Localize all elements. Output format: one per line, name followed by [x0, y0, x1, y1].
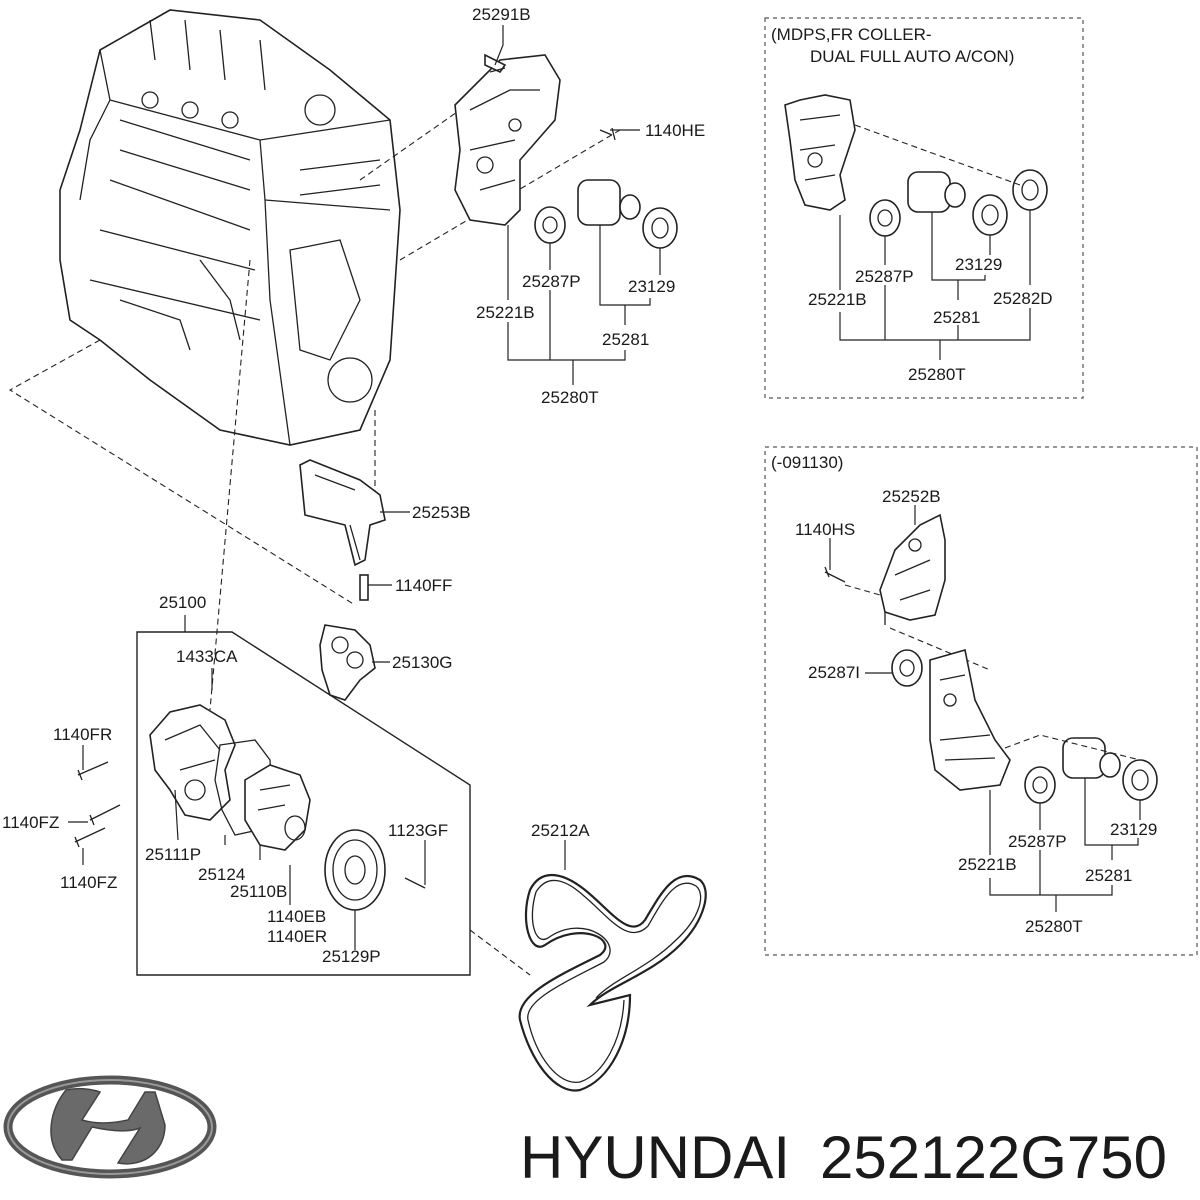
r2-label-25281: 25281	[1085, 866, 1132, 885]
r2-tensioner-body-illustration	[1062, 737, 1121, 779]
r1-pulley-25282D-illustration	[1012, 169, 1048, 211]
label-25221B-top: 25221B	[476, 303, 535, 322]
r1-pulley-23129-illustration	[972, 194, 1008, 236]
water-pump-25110B-illustration	[244, 764, 311, 851]
tensioner-body-illustration	[577, 127, 641, 226]
pulley-23129-illustration	[642, 207, 678, 249]
r1-tensioner-illustration	[907, 171, 966, 213]
hyundai-logo-icon	[3, 1075, 217, 1179]
r2-label-25287P: 25287P	[1008, 832, 1067, 851]
label-25280T-top: 25280T	[541, 388, 599, 407]
variant-panel-mdps	[764, 17, 1084, 399]
bolt-1140FR-illustration	[77, 761, 109, 781]
part-number: 252122G750	[820, 1124, 1167, 1191]
r1-bracket-illustration	[784, 94, 856, 211]
r1-label-25287P: 25287P	[855, 267, 914, 286]
r1-label-25281: 25281	[933, 308, 980, 327]
r2-label-25280T: 25280T	[1025, 917, 1083, 936]
mount-bracket-illustration	[299, 459, 386, 601]
water-pump-housing-illustration	[149, 704, 236, 821]
water-pump-group-box	[136, 631, 471, 976]
drive-belt-25212A-illustration	[518, 874, 707, 1092]
leader-pump-to-belt	[469, 929, 531, 976]
idler-pulley-25287P-illustration	[534, 206, 566, 244]
r2-label-23129: 23129	[1110, 820, 1157, 839]
r2-pulley-25287I-illustration	[891, 649, 923, 687]
label-25253B: 25253B	[412, 503, 471, 522]
label-25129P: 25129P	[322, 947, 381, 966]
label-1140FF: 1140FF	[395, 576, 452, 595]
label-1140FZ-a: 1140FZ	[2, 813, 59, 832]
bolt-1140FZ-a-illustration	[89, 804, 121, 826]
r2-pulley-23129-illustration	[1122, 759, 1158, 801]
variant-note-mdps-line2: DUAL FULL AUTO A/CON)	[810, 47, 1014, 66]
r2-tensioner-bracket-illustration	[929, 648, 1011, 791]
label-1140HE: 1140HE	[645, 121, 705, 140]
label-1140FR: 1140FR	[53, 725, 112, 744]
r2-label-25287I: 25287I	[808, 663, 860, 682]
r1-label-23129: 23129	[955, 255, 1002, 274]
r1-pulley-25287P-illustration	[869, 199, 901, 237]
label-25212A: 25212A	[531, 821, 590, 840]
r2-label-25252B: 25252B	[882, 487, 941, 506]
label-1140EB: 1140EB	[267, 907, 326, 926]
bolt-1140FZ-b-illustration	[74, 827, 106, 848]
r1-label-25280T: 25280T	[908, 365, 966, 384]
r1-label-25282D: 25282D	[993, 289, 1053, 308]
r2-label-25221B: 25221B	[958, 855, 1017, 874]
brand-name: HYUNDAI	[520, 1124, 790, 1191]
bolt-1123GF-illustration	[404, 877, 426, 889]
leader-engine-to-pump	[209, 259, 251, 711]
top-bracket-illustration	[454, 53, 561, 226]
gasket-25130G-illustration	[319, 624, 376, 701]
label-1140ER: 1140ER	[267, 927, 327, 946]
r2-pulley-25287P-illustration	[1024, 766, 1056, 804]
label-23129-top: 23129	[628, 277, 675, 296]
leader-engine-to-bracket	[359, 109, 461, 181]
label-25281-top: 25281	[602, 330, 649, 349]
leader-engine-to-tensioner	[399, 129, 621, 261]
r2-bolt-1140HS-illustration	[824, 566, 846, 583]
variant-note-mdps-line1: (MDPS,FR COLLER-	[771, 25, 932, 44]
pulley-25129P-illustration	[324, 829, 386, 911]
label-25100: 25100	[159, 593, 206, 612]
label-25287P-top: 25287P	[522, 272, 581, 291]
r1-label-25221B: 25221B	[808, 290, 867, 309]
label-1433CA: 1433CA	[176, 647, 238, 666]
label-25111P: 25111P	[145, 845, 201, 864]
engine-block-illustration	[59, 9, 401, 446]
label-25124: 25124	[198, 865, 245, 884]
variant-note-091130: (-091130)	[771, 453, 843, 472]
label-25130G: 25130G	[392, 653, 453, 672]
label-25110B: 25110B	[230, 882, 287, 901]
r2-label-1140HS: 1140HS	[795, 520, 855, 539]
label-1140FZ-b: 1140FZ	[60, 873, 117, 892]
r2-bracket-25252B-illustration	[879, 513, 946, 625]
label-1123GF: 1123GF	[388, 821, 448, 840]
leader-engine-left	[8, 339, 356, 606]
variant-panel-091130	[764, 446, 1198, 956]
label-25291B: 25291B	[472, 5, 531, 24]
